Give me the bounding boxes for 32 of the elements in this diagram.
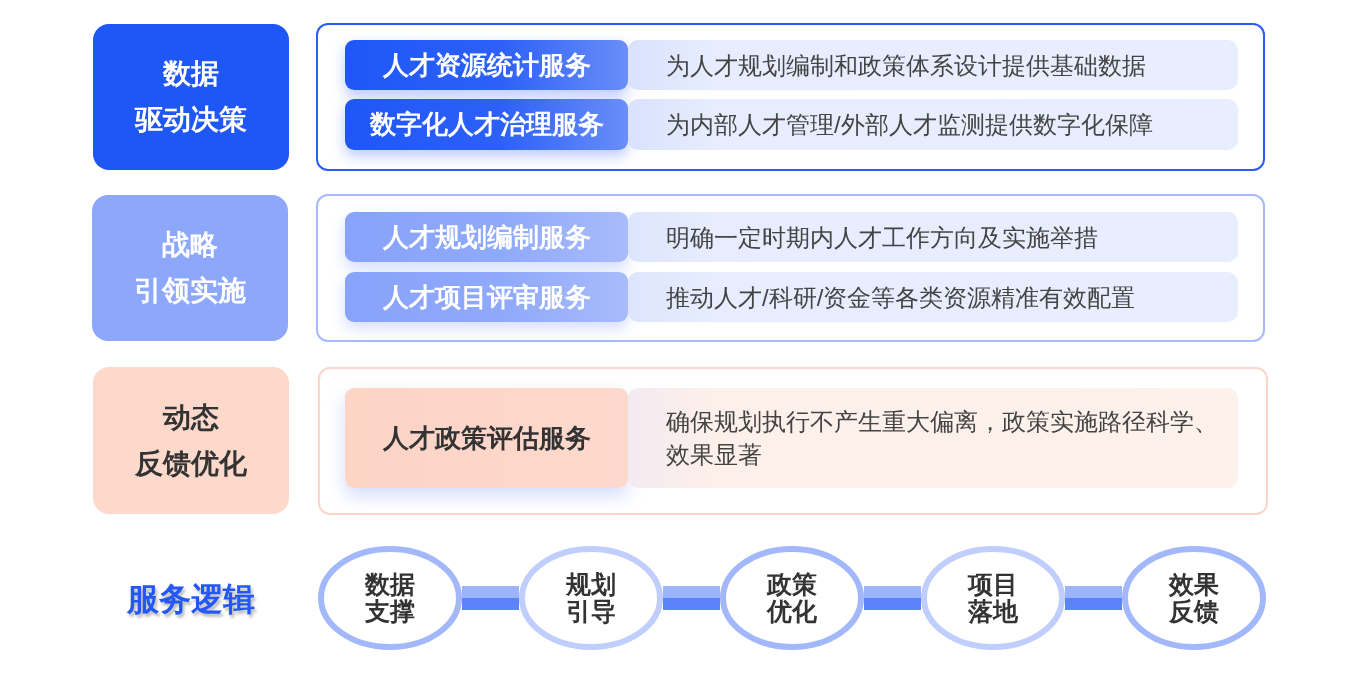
panel-frame — [318, 367, 1268, 515]
service-tag: 人才政策评估服务 — [345, 388, 628, 488]
description-bar: 明确一定时期内人才工作方向及实施举措 — [628, 212, 1238, 262]
connector-band — [864, 586, 921, 610]
connector-band — [1065, 586, 1122, 610]
description-bar: 为人才规划编制和政策体系设计提供基础数据 — [628, 40, 1238, 90]
description-bar: 确保规划执行不产生重大偏离，政策实施路径科学、效果显著 — [628, 388, 1238, 488]
category-label: 动态 — [163, 400, 219, 435]
category-label: 引领实施 — [134, 274, 246, 308]
category-box — [93, 24, 289, 170]
stage-ellipse: 规划引导 — [519, 546, 663, 650]
service-tag: 数字化人才治理服务 — [345, 99, 628, 150]
category-label: 数据 — [163, 57, 219, 91]
service-tag: 人才项目评审服务 — [345, 272, 628, 322]
stage-ellipse: 政策优化 — [720, 546, 864, 650]
panel-frame — [316, 194, 1265, 342]
category-box — [93, 367, 289, 514]
category-label: 驱动决策 — [135, 103, 247, 137]
description-bar: 推动人才/科研/资金等各类资源精准有效配置 — [628, 272, 1238, 322]
stage-ellipse: 数据支撑 — [318, 546, 462, 650]
category-label: 战略 — [162, 228, 218, 262]
service-tag: 人才资源统计服务 — [345, 40, 628, 90]
service-tag: 人才规划编制服务 — [345, 212, 628, 262]
panel-frame — [316, 23, 1265, 171]
description-bar: 为内部人才管理/外部人才监测提供数字化保障 — [628, 99, 1238, 150]
connector-band — [663, 586, 720, 610]
category-label: 反馈优化 — [135, 446, 247, 481]
section-title: 服务逻辑 — [125, 580, 256, 619]
stage-ellipse: 效果反馈 — [1122, 546, 1266, 650]
stage-ellipse: 项目落地 — [921, 546, 1065, 650]
category-box — [92, 195, 288, 341]
connector-band — [462, 586, 519, 610]
